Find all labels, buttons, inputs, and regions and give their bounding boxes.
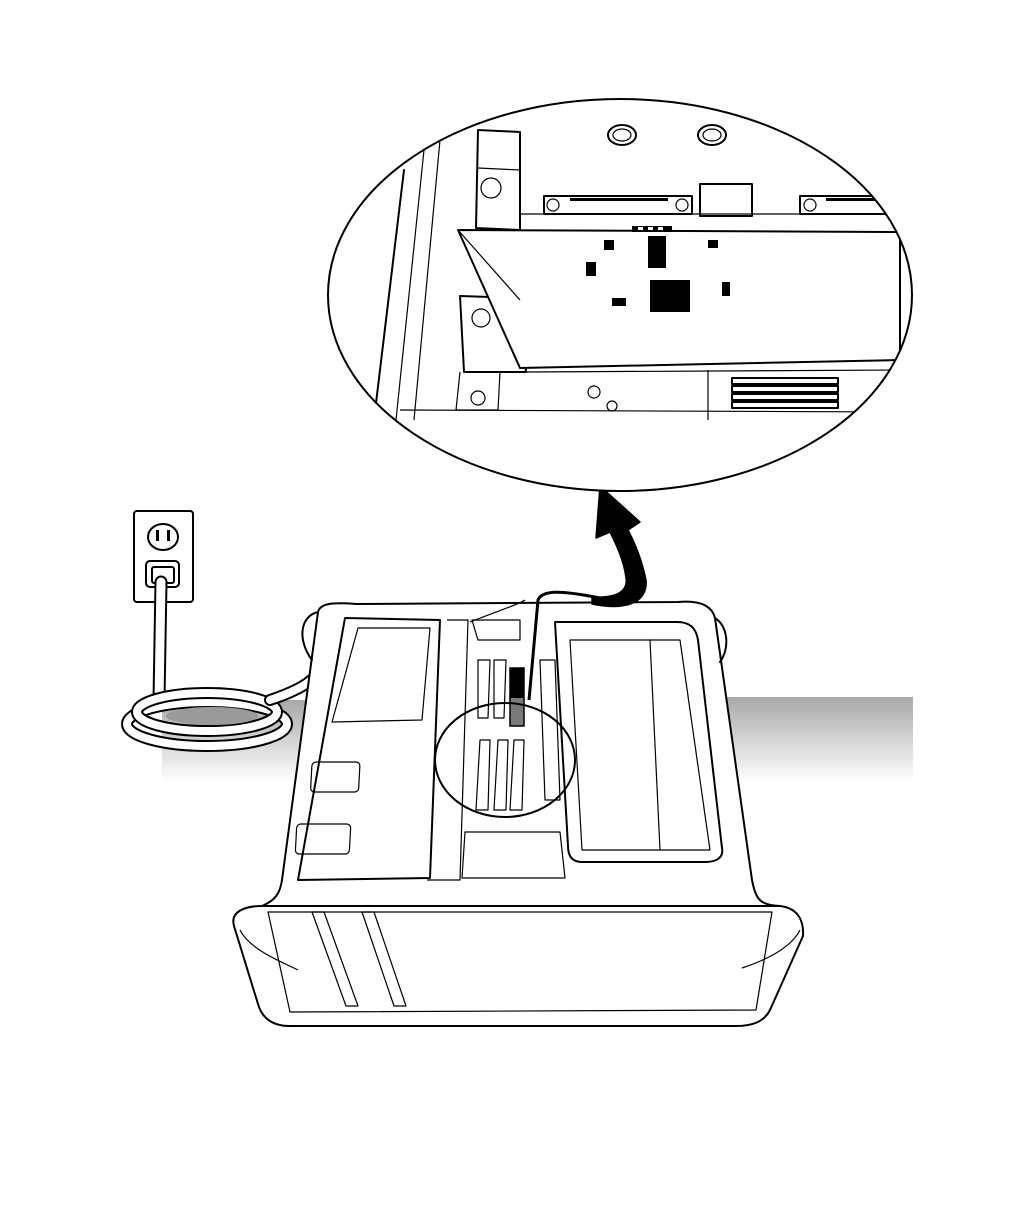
zoomed-logic-board-callout bbox=[328, 99, 912, 491]
tower-computer bbox=[233, 592, 803, 1026]
callout-arrow bbox=[592, 486, 646, 607]
